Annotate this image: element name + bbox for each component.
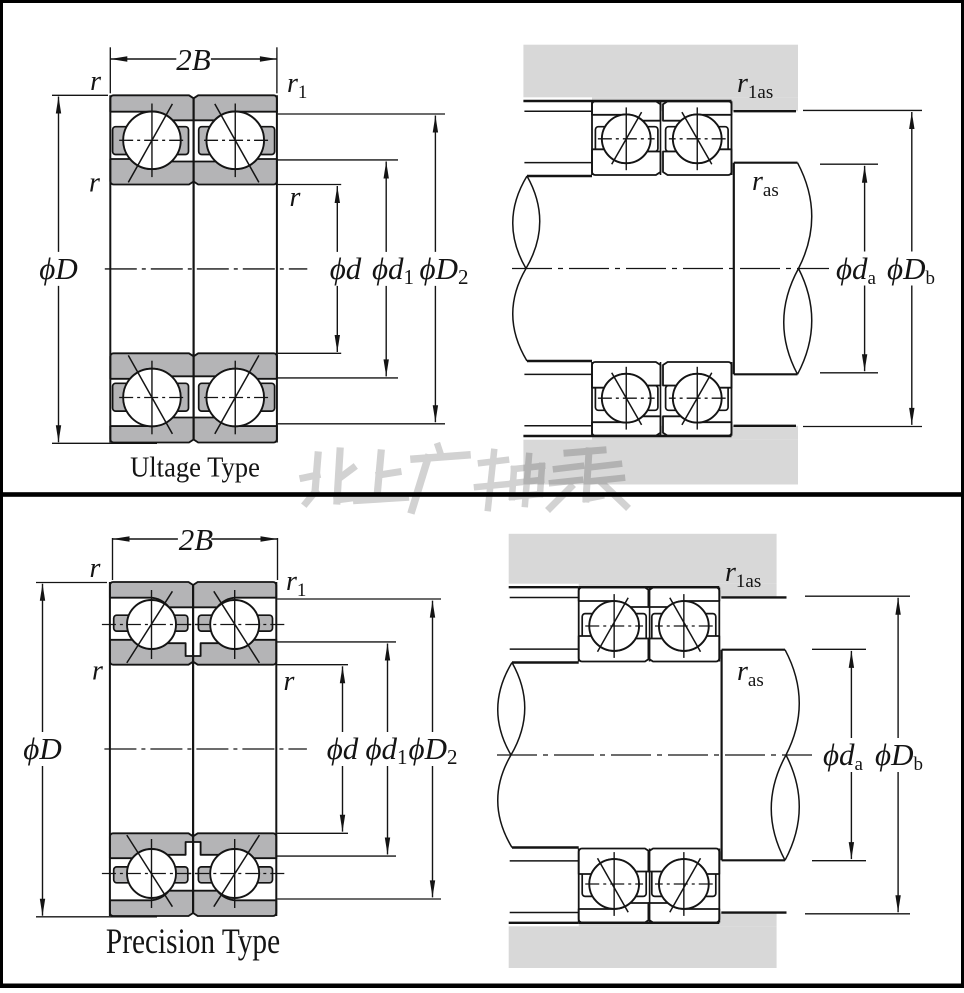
svg-text:ϕD2: ϕD2 xyxy=(420,251,469,289)
svg-text:Precision Type: Precision Type xyxy=(106,922,280,961)
svg-text:ϕd: ϕd xyxy=(327,731,359,766)
svg-text:ϕD: ϕD xyxy=(23,731,61,766)
svg-text:r: r xyxy=(290,182,301,213)
svg-text:r1: r1 xyxy=(287,68,307,103)
svg-text:ϕDb: ϕDb xyxy=(875,737,923,775)
svg-text:ϕd1: ϕd1 xyxy=(365,731,407,769)
svg-text:ϕda: ϕda xyxy=(836,251,877,289)
svg-text:ϕDb: ϕDb xyxy=(887,251,935,289)
svg-text:r: r xyxy=(90,66,101,97)
svg-text:2B: 2B xyxy=(179,522,214,557)
svg-text:r1: r1 xyxy=(286,566,306,601)
svg-text:r: r xyxy=(92,656,103,687)
svg-text:r: r xyxy=(90,553,101,584)
svg-text:ϕd1: ϕd1 xyxy=(372,251,414,289)
svg-text:ϕd: ϕd xyxy=(330,251,362,286)
svg-text:ϕD2: ϕD2 xyxy=(409,731,458,769)
svg-text:ras: ras xyxy=(737,656,764,691)
svg-text:ras: ras xyxy=(752,166,779,201)
svg-text:r: r xyxy=(284,666,295,697)
svg-text:ϕD: ϕD xyxy=(39,251,77,286)
svg-text:2B: 2B xyxy=(176,42,211,77)
svg-text:r: r xyxy=(89,168,100,199)
svg-text:ϕda: ϕda xyxy=(823,737,864,775)
svg-text:Ultage Type: Ultage Type xyxy=(130,452,260,483)
